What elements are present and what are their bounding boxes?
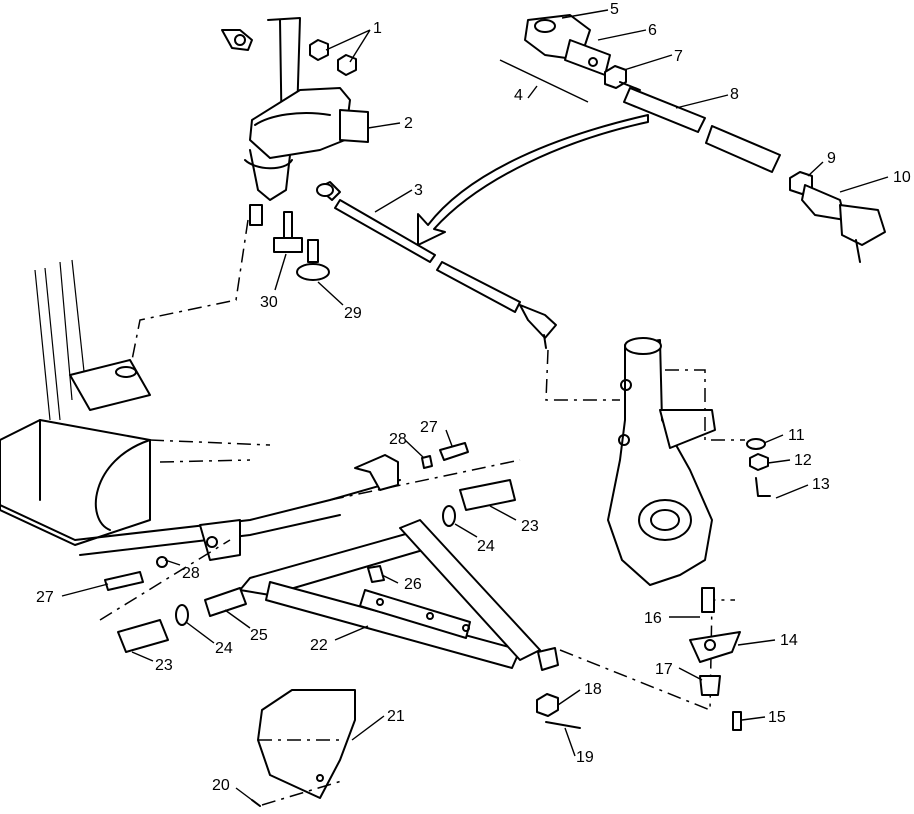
fitting-26 bbox=[367, 565, 385, 583]
callout-21: 21 bbox=[387, 708, 405, 725]
washer-28-upper bbox=[421, 455, 433, 469]
bushing-23-left bbox=[117, 619, 169, 653]
curved-arrow-icon bbox=[417, 114, 649, 246]
callout-5: 5 bbox=[610, 1, 619, 18]
bracket-28 bbox=[354, 454, 399, 491]
cotter-pin-19 bbox=[545, 721, 581, 729]
callout-30: 30 bbox=[260, 294, 278, 311]
callout-15: 15 bbox=[768, 709, 786, 726]
callout-4: 4 bbox=[514, 87, 523, 104]
callout-16: 16 bbox=[644, 610, 662, 627]
callout-28-upper: 28 bbox=[389, 431, 407, 448]
bolt-16 bbox=[701, 587, 715, 613]
ball-joint-17 bbox=[699, 675, 721, 696]
callout-29: 29 bbox=[344, 305, 362, 322]
callout-23-left: 23 bbox=[155, 657, 173, 674]
callout-13: 13 bbox=[812, 476, 830, 493]
bolt-29 bbox=[296, 239, 330, 281]
callout-26: 26 bbox=[404, 576, 422, 593]
callout-14: 14 bbox=[780, 632, 798, 649]
bolt-15 bbox=[732, 711, 742, 731]
washer-28-lower bbox=[156, 556, 168, 568]
callout-1: 1 bbox=[373, 20, 382, 37]
assembly-line-column bbox=[129, 219, 249, 371]
nut-12 bbox=[749, 453, 769, 471]
callout-22: 22 bbox=[310, 637, 328, 654]
steering-knuckle bbox=[607, 337, 716, 586]
callout-17: 17 bbox=[655, 661, 673, 678]
callout-12: 12 bbox=[794, 452, 812, 469]
callout-3: 3 bbox=[414, 182, 423, 199]
assembly-line-arm bbox=[99, 459, 521, 621]
callout-10: 10 bbox=[893, 169, 911, 186]
callout-labels: 1 2 3 4 5 6 7 8 9 10 11 12 13 14 15 16 1… bbox=[36, 1, 911, 801]
callout-19: 19 bbox=[576, 749, 594, 766]
callout-6: 6 bbox=[648, 22, 657, 39]
a-arm-22 bbox=[239, 519, 559, 671]
callout-18: 18 bbox=[584, 681, 602, 698]
tie-rod-3 bbox=[316, 181, 557, 349]
skid-plate-21 bbox=[257, 689, 356, 799]
callout-27-upper: 27 bbox=[420, 419, 438, 436]
tie-rod-end-5-6 bbox=[524, 14, 611, 76]
callout-2: 2 bbox=[404, 115, 413, 132]
nut-7 bbox=[604, 65, 627, 89]
bolt-27-upper bbox=[439, 442, 469, 461]
screw-20 bbox=[251, 799, 261, 807]
callout-9: 9 bbox=[827, 150, 836, 167]
bushing-25 bbox=[204, 587, 247, 617]
callout-11: 11 bbox=[788, 427, 805, 444]
callout-7: 7 bbox=[674, 48, 683, 65]
cotter-pin-13 bbox=[755, 477, 771, 497]
bolt-30 bbox=[273, 211, 303, 253]
tie-rod-end-10 bbox=[801, 184, 886, 263]
callout-27-lower: 27 bbox=[36, 589, 54, 606]
nut-1 bbox=[309, 39, 357, 76]
callout-20: 20 bbox=[212, 777, 230, 794]
washer-24-left bbox=[175, 604, 189, 626]
steering-column bbox=[244, 17, 369, 226]
callout-24-right: 24 bbox=[477, 538, 495, 555]
tie-rod-end-small bbox=[221, 29, 253, 51]
bolt-27-lower bbox=[104, 571, 144, 591]
washer-24-right bbox=[442, 505, 456, 527]
callout-8: 8 bbox=[730, 86, 739, 103]
callout-24-left: 24 bbox=[215, 640, 233, 657]
nut-18 bbox=[536, 693, 559, 717]
frame bbox=[0, 259, 401, 561]
callout-23-right: 23 bbox=[521, 518, 539, 535]
callout-28-lower: 28 bbox=[182, 565, 200, 582]
assembly-line-knuckle bbox=[545, 349, 620, 401]
tie-rod-8 bbox=[619, 81, 781, 173]
callout-25: 25 bbox=[250, 627, 268, 644]
assembly-line-knuckle-arm bbox=[665, 369, 745, 441]
bushing-23-right bbox=[459, 479, 516, 511]
washer-11 bbox=[746, 438, 766, 450]
